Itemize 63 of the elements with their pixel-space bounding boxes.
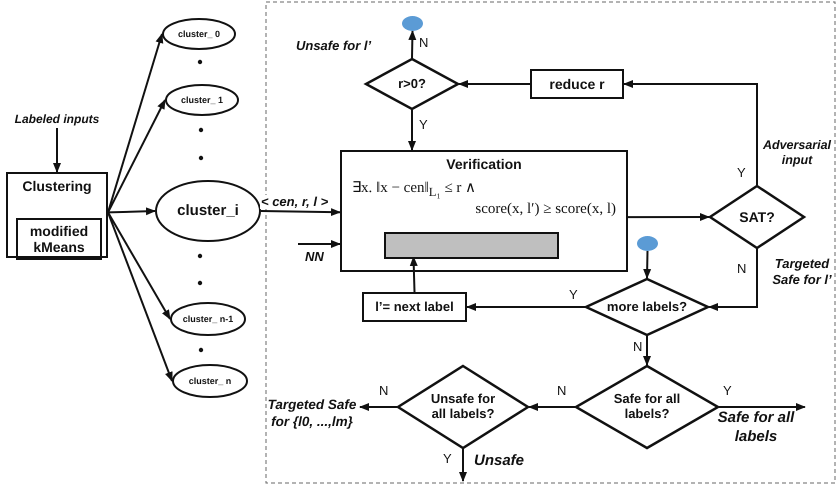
arrow xyxy=(643,250,652,279)
node-label: cluster_ n-1 xyxy=(182,314,234,324)
process-box xyxy=(362,292,467,322)
arrow xyxy=(107,212,171,320)
node-label: SAT? xyxy=(739,208,775,226)
cluster-ellipse xyxy=(162,18,236,50)
node-label: l’= next label xyxy=(375,300,454,314)
node-label: cluster_ 0 xyxy=(178,28,220,40)
arrow xyxy=(708,249,758,311)
process-box xyxy=(6,172,108,258)
annotation-label: Adversarial input xyxy=(762,138,832,168)
node-label: cluster_i xyxy=(177,202,239,220)
annotation-label: Unsafe xyxy=(474,452,526,470)
verification-box xyxy=(340,150,628,272)
annotation-label: Targeted Safe for l’ xyxy=(771,256,833,288)
node-label: r>0? xyxy=(398,76,426,92)
node-label: more labels? xyxy=(606,300,688,314)
decision-diamond xyxy=(365,58,459,110)
arrow xyxy=(643,336,651,366)
arrow xyxy=(466,303,585,311)
decision-diamond xyxy=(397,365,529,449)
arrow xyxy=(108,207,156,216)
node-label: reduce r xyxy=(549,76,605,92)
node-label: cluster_ 1 xyxy=(180,94,224,106)
cluster-ellipse xyxy=(172,364,248,398)
arrow xyxy=(628,213,710,221)
process-box xyxy=(16,218,102,260)
input-label: Labeled inputs xyxy=(0,110,117,128)
arrow xyxy=(719,403,806,411)
annotation-label: Unsafe for l’ xyxy=(296,38,372,54)
result-label: Safe for all labels xyxy=(704,407,808,449)
node-label: Safe for all labels? xyxy=(612,392,682,422)
formula-text: score(x, l′) ≥ score(x, l) xyxy=(474,201,616,219)
decision-diamond xyxy=(709,185,805,249)
decision-diamond xyxy=(585,278,709,336)
arrow xyxy=(107,99,166,213)
node-label: Verification xyxy=(446,156,522,172)
node-label: cluster_ n xyxy=(188,376,232,386)
result-label: Targeted Safe for {l0, ...,lm} xyxy=(264,392,360,436)
arrow xyxy=(260,208,341,216)
arrow xyxy=(408,110,416,151)
arrow xyxy=(458,80,530,88)
edge-label: < cen, r, l > xyxy=(260,195,330,210)
terminal-dot xyxy=(402,16,423,31)
arrow xyxy=(107,212,173,382)
node-label: modified kMeans xyxy=(28,222,90,256)
formula-text: ∃x. ‖x − cen‖$_{L₁}$ ≤ r ∧ xyxy=(352,180,478,200)
node-label: Clustering xyxy=(22,178,92,194)
cluster-ellipse xyxy=(165,84,239,116)
cluster-ellipse xyxy=(170,302,246,336)
arrow xyxy=(528,403,575,411)
cluster-ellipse xyxy=(155,180,261,242)
arrow xyxy=(408,30,416,58)
decision-diamond xyxy=(575,365,719,449)
arrow xyxy=(459,449,467,482)
arrow xyxy=(53,128,61,173)
arrow xyxy=(359,403,397,411)
process-box xyxy=(530,69,624,99)
arrow xyxy=(623,80,758,185)
terminal-dot xyxy=(637,236,658,251)
arrow xyxy=(298,240,341,248)
node-label: Unsafe for all labels? xyxy=(430,392,496,422)
solver-box xyxy=(384,232,559,259)
